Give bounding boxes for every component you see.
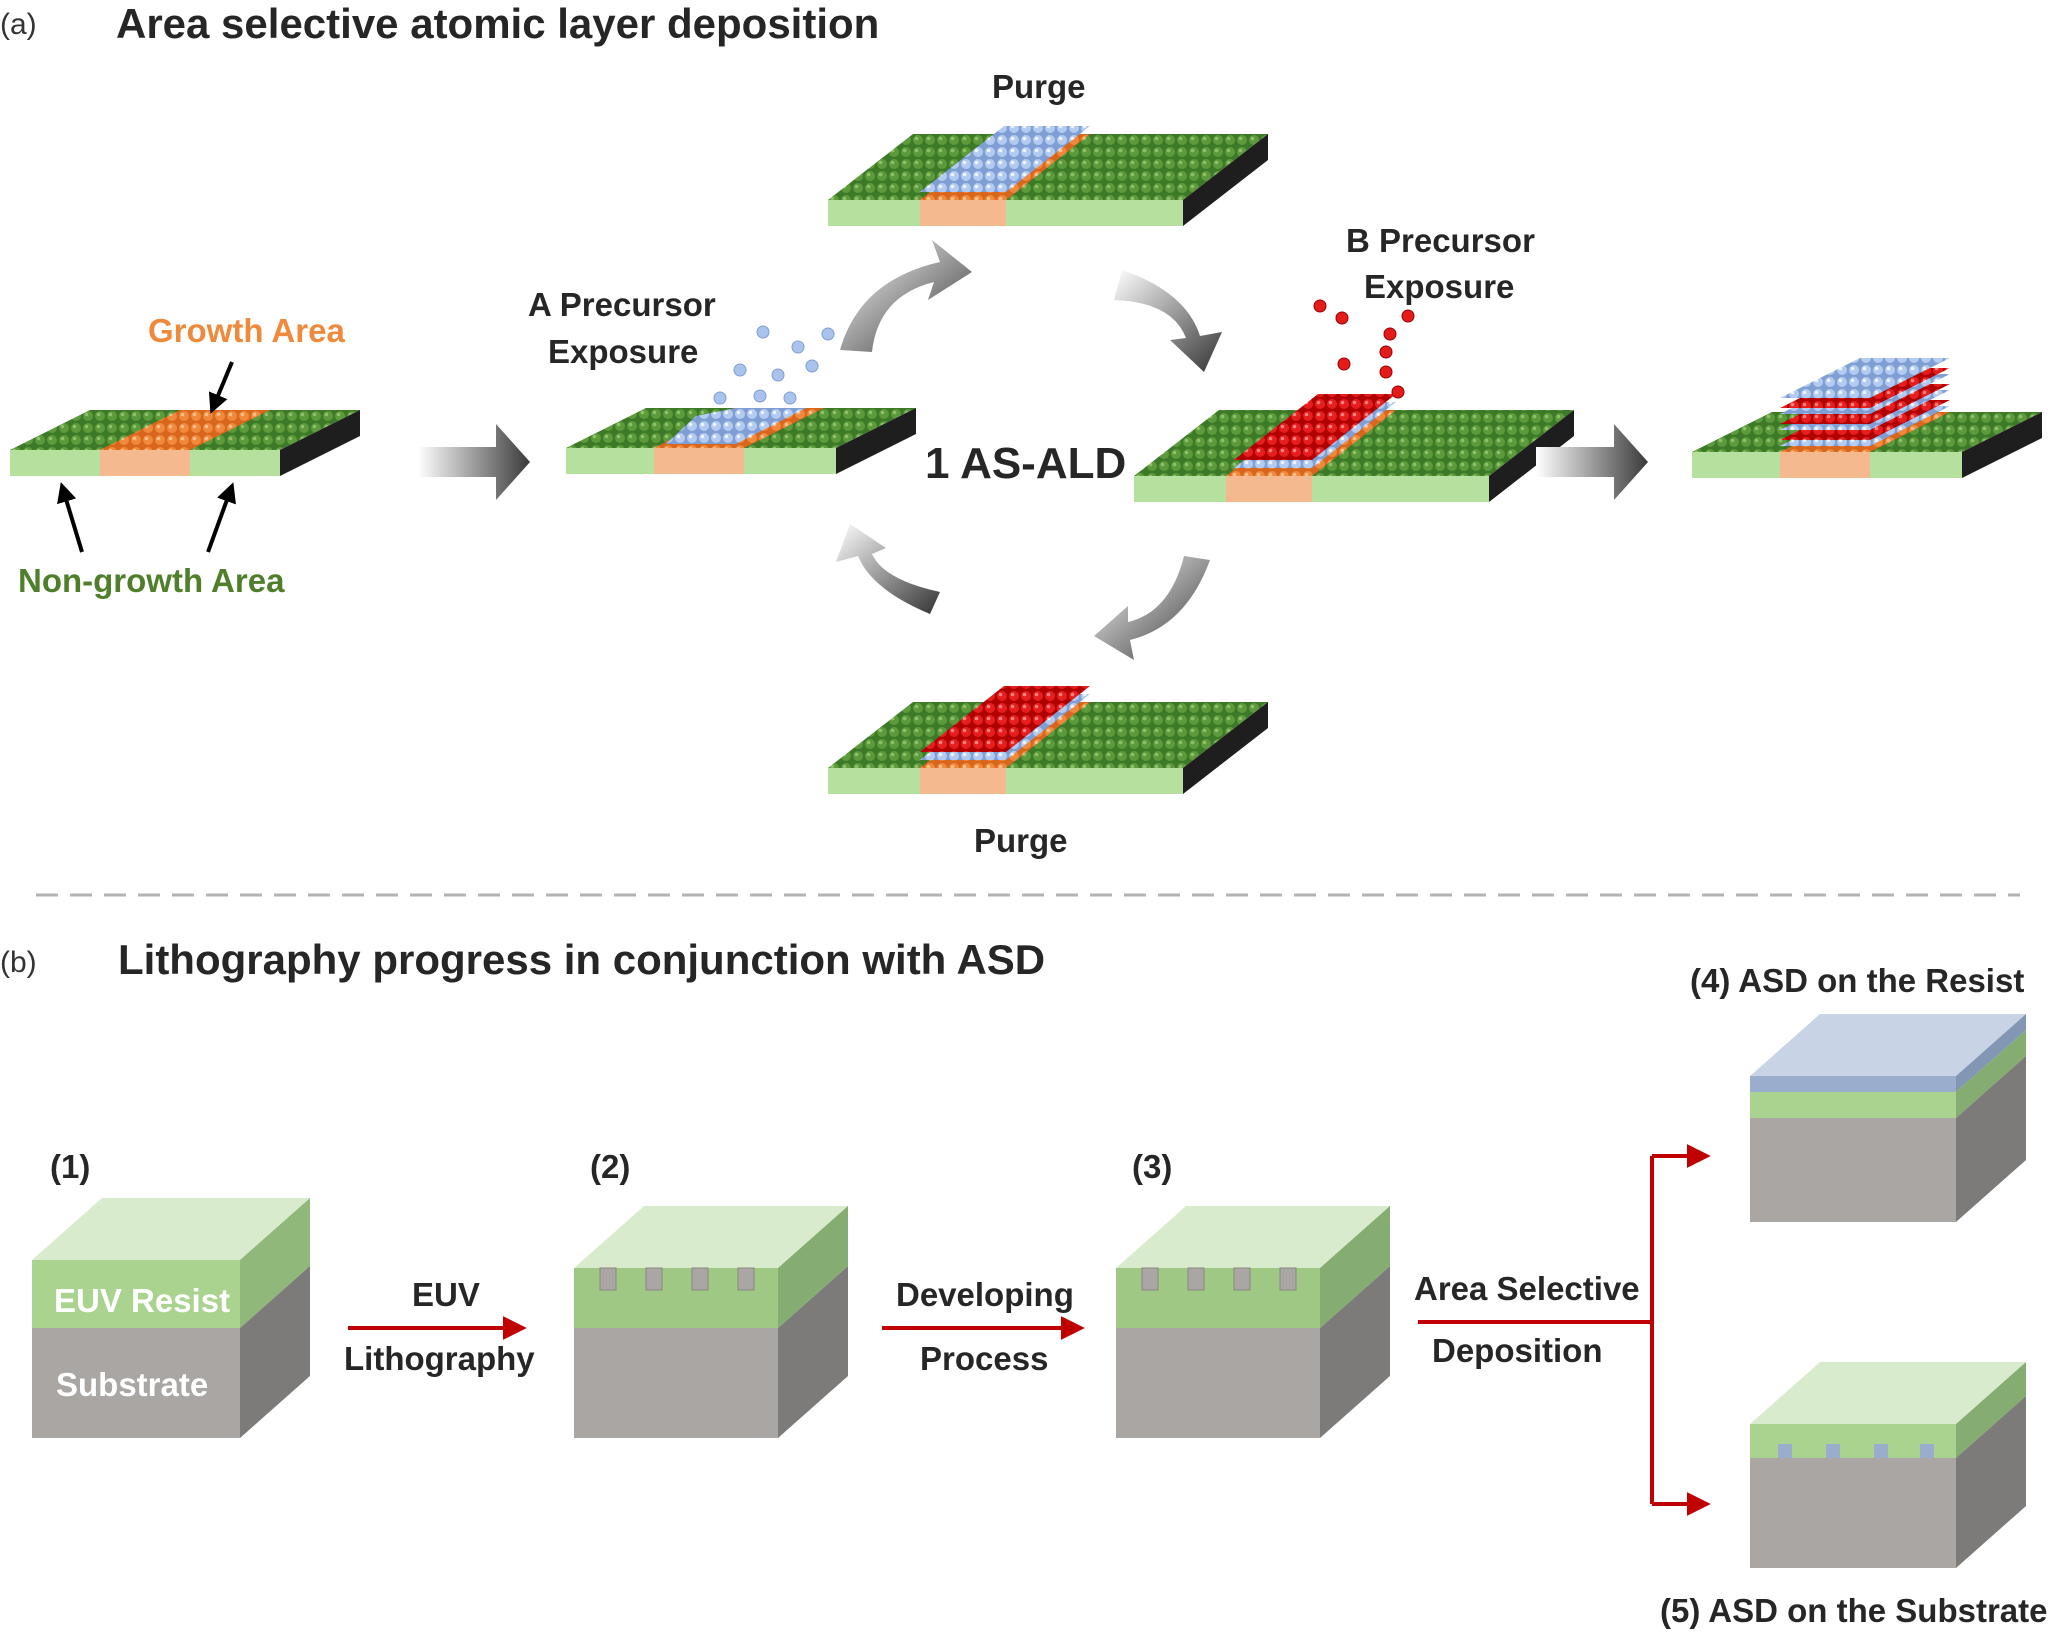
block-3-developed-pattern: [1116, 1206, 1390, 1438]
panel-a-tag: (a): [0, 8, 37, 41]
panel-b-tag: (b): [0, 946, 37, 979]
dev-label-line2: Process: [920, 1340, 1048, 1377]
b-precursor-molecules: [1313, 299, 1415, 399]
b-precursor-label-line1: B Precursor: [1346, 222, 1535, 259]
euv-label-line2: Lithography: [344, 1340, 535, 1377]
non-growth-pointer-right: [206, 482, 236, 553]
purge-top-label: Purge: [992, 68, 1086, 105]
block-1-resist-on-substrate: [32, 1198, 310, 1438]
block-2-patterned-resist: [574, 1206, 848, 1438]
step-1-label: (1): [50, 1148, 90, 1185]
growth-area-pointer: [208, 361, 234, 414]
block-3-trenches: [1141, 1267, 1297, 1291]
b-precursor-label-line2: Exposure: [1364, 268, 1514, 305]
a-precursor-label-line1: A Precursor: [528, 286, 716, 323]
cycle-arrow-left: [836, 524, 940, 614]
panel-b-title: Lithography progress in conjunction with…: [118, 936, 1045, 983]
cycle-label: 1 AS-ALD: [925, 439, 1126, 488]
step-5-label: (5) ASD on the Substrate: [1660, 1592, 2047, 1629]
b-precursor-substrate: [1134, 394, 1574, 502]
purge-top-substrate: [828, 126, 1268, 226]
dev-label-line1: Developing: [896, 1276, 1074, 1313]
purge-bottom-label: Purge: [974, 822, 1068, 859]
block-5-asd-on-substrate: [1750, 1362, 2026, 1568]
substrate-label: Substrate: [56, 1366, 208, 1403]
asd-label-line2: Deposition: [1432, 1332, 1603, 1369]
growth-area-label: Growth Area: [148, 312, 345, 349]
step-arrow-2: [1536, 424, 1648, 500]
non-growth-pointer-left: [57, 482, 84, 553]
block-4-asd-on-resist: [1750, 1014, 2026, 1222]
step-arrow-1: [418, 424, 530, 500]
resist-label: EUV Resist: [54, 1282, 230, 1319]
cycle-arrow-right: [1114, 270, 1222, 372]
a-precursor-molecules: [713, 325, 835, 405]
cycle-arrow-up: [840, 240, 972, 352]
asd-label-line1: Area Selective: [1414, 1270, 1640, 1307]
non-growth-area-label: Non-growth Area: [18, 562, 285, 599]
a-precursor-label-line2: Exposure: [548, 333, 698, 370]
step-2-label: (2): [590, 1148, 630, 1185]
panel-a-title: Area selective atomic layer deposition: [116, 0, 879, 47]
step-3-label: (3): [1132, 1148, 1172, 1185]
step-4-label: (4) ASD on the Resist: [1690, 962, 2024, 999]
cycle-arrow-down: [1094, 556, 1210, 660]
euv-label-line1: EUV: [412, 1276, 480, 1313]
a-precursor-substrate: [566, 408, 916, 474]
final-multilayer-substrate: [1692, 358, 2042, 478]
initial-substrate: [10, 410, 360, 476]
purge-bottom-substrate: [828, 686, 1268, 794]
block-2-grooves: [599, 1267, 755, 1291]
